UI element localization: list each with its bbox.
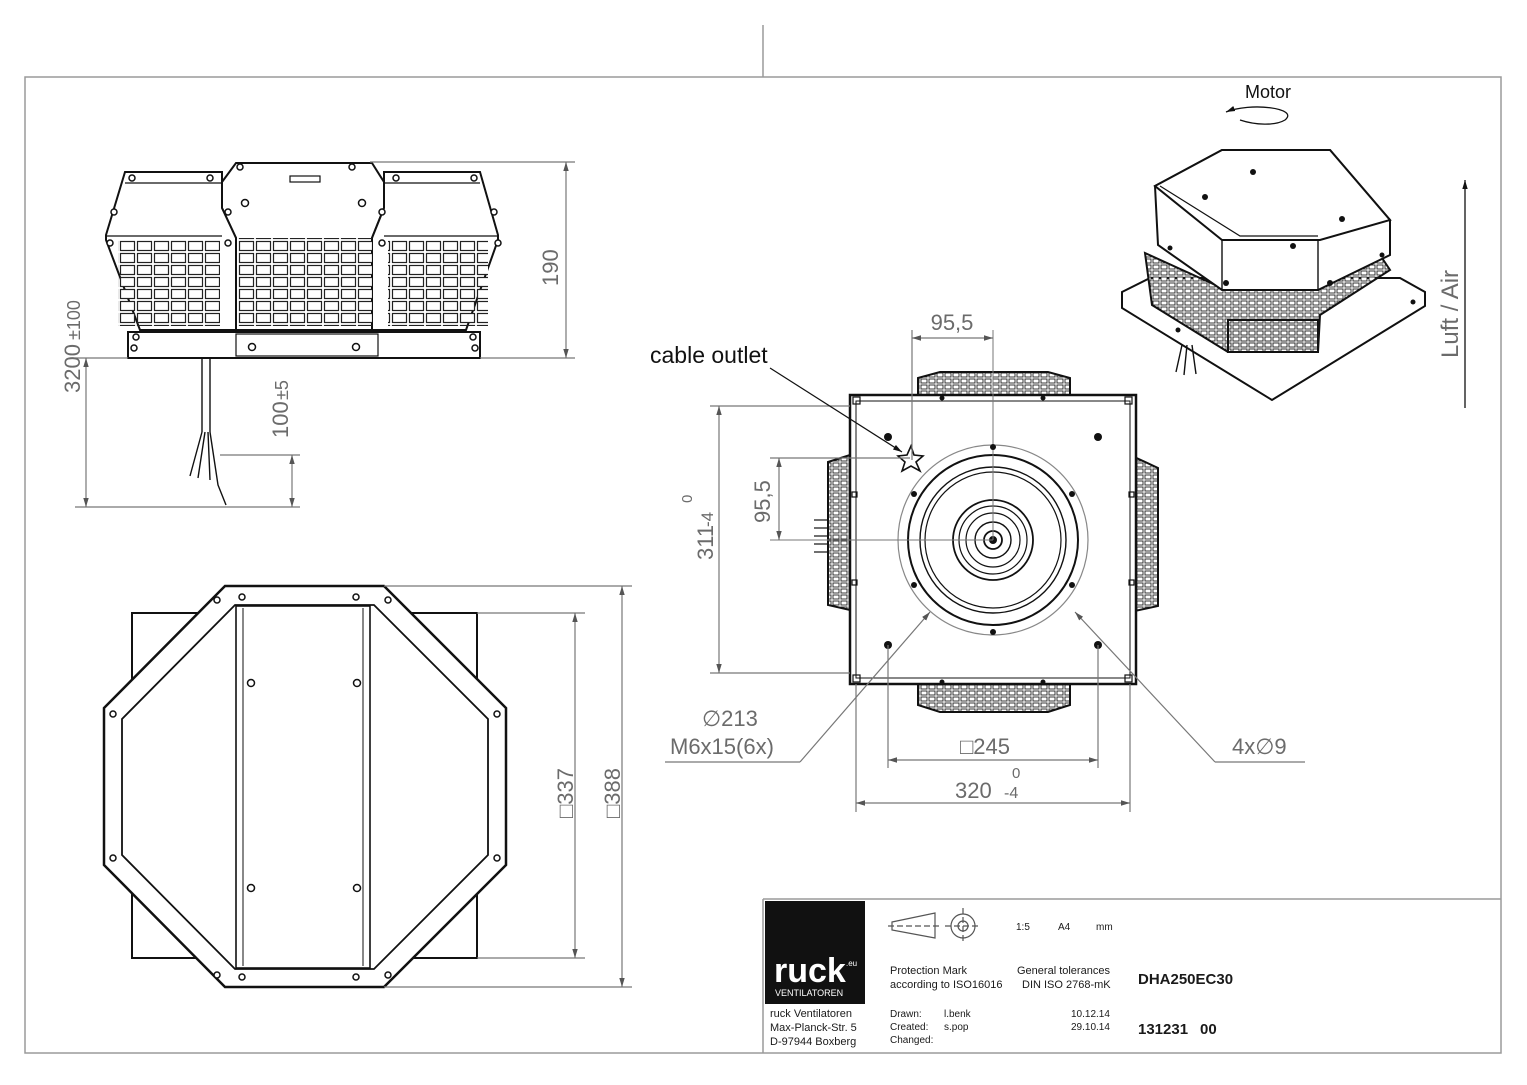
bottom-view-dimensions bbox=[665, 330, 1305, 812]
dim-circle-diameter: ∅213 bbox=[702, 706, 758, 731]
protection-line-1: Protection Mark bbox=[890, 965, 968, 977]
top-view-dimensions bbox=[384, 585, 632, 988]
drawn-by: l.benk bbox=[944, 1009, 972, 1020]
drawn-label: Drawn: bbox=[890, 1009, 922, 1020]
logo-text: ruck bbox=[774, 952, 846, 990]
protection-line-2: according to ISO16016 bbox=[890, 979, 1003, 991]
logo-subtitle: VENTILATOREN bbox=[775, 988, 843, 998]
created-date: 29.10.14 bbox=[1071, 1022, 1110, 1033]
dim-cable-length: 3200 bbox=[60, 344, 85, 393]
drawn-date: 10.12.14 bbox=[1071, 1009, 1110, 1020]
scale: 1:5 bbox=[1016, 922, 1030, 933]
label-motor: Motor bbox=[1245, 82, 1291, 102]
dim-screws: M6x15(6x) bbox=[670, 734, 774, 759]
label-cable-outlet: cable outlet bbox=[650, 342, 768, 368]
dim-height-311-upper: 0 bbox=[679, 495, 696, 503]
created-by: s.pop bbox=[944, 1022, 969, 1033]
dim-cable-strip: 100 bbox=[268, 401, 293, 438]
created-label: Created: bbox=[890, 1022, 928, 1033]
paper-format: A4 bbox=[1058, 922, 1071, 933]
label-airflow: Luft / Air bbox=[1437, 270, 1464, 358]
iso-view bbox=[1121, 149, 1426, 402]
dim-height-311: 311 bbox=[693, 525, 718, 560]
company-line-2: Max-Planck-Str. 5 bbox=[770, 1022, 857, 1034]
unit: mm bbox=[1096, 922, 1113, 933]
dim-holes: 4x∅9 bbox=[1232, 734, 1287, 759]
dim-square-245: □245 bbox=[960, 734, 1010, 759]
logo-eu: .eu bbox=[846, 959, 857, 968]
dim-width-320-lower: -4 bbox=[1004, 785, 1018, 802]
side-view-dimensions bbox=[75, 161, 575, 508]
bottom-view bbox=[770, 330, 1159, 713]
dim-width-320-upper: 0 bbox=[1012, 765, 1020, 782]
dim-height-311-lower: -4 bbox=[698, 512, 717, 527]
company-line-1: ruck Ventilatoren bbox=[770, 1008, 852, 1020]
side-view bbox=[105, 162, 502, 506]
motor-rotation-arrow bbox=[1225, 106, 1289, 125]
ruck-logo: ruck .eu VENTILATOREN bbox=[765, 901, 865, 1004]
product-name: DHA250EC30 bbox=[1138, 971, 1233, 988]
dim-cable-length-tol: ±100 bbox=[64, 300, 84, 340]
dim-inner-square: □337 bbox=[553, 768, 578, 818]
title-block-frame bbox=[762, 898, 1501, 1053]
tolerances-line-1: General tolerances bbox=[1017, 965, 1110, 977]
tolerances-line-2: DIN ISO 2768-mK bbox=[1022, 979, 1111, 991]
drawing-number: 131231 bbox=[1138, 1021, 1188, 1038]
changed-label: Changed: bbox=[890, 1035, 933, 1046]
top-view bbox=[102, 584, 508, 989]
dim-width-320: 320 bbox=[955, 778, 992, 803]
dim-cable-strip-tol: ±5 bbox=[272, 380, 292, 400]
dim-hole-spacing-h: 95,5 bbox=[931, 310, 974, 335]
revision: 00 bbox=[1200, 1021, 1217, 1038]
dim-hole-spacing-v: 95,5 bbox=[750, 480, 775, 523]
company-line-3: D-97944 Boxberg bbox=[770, 1036, 856, 1048]
projection-symbol-icon bbox=[888, 908, 981, 944]
dim-height-190: 190 bbox=[538, 249, 563, 286]
cable-outlet-leader bbox=[769, 367, 903, 453]
dim-outer-square: □388 bbox=[600, 768, 625, 818]
